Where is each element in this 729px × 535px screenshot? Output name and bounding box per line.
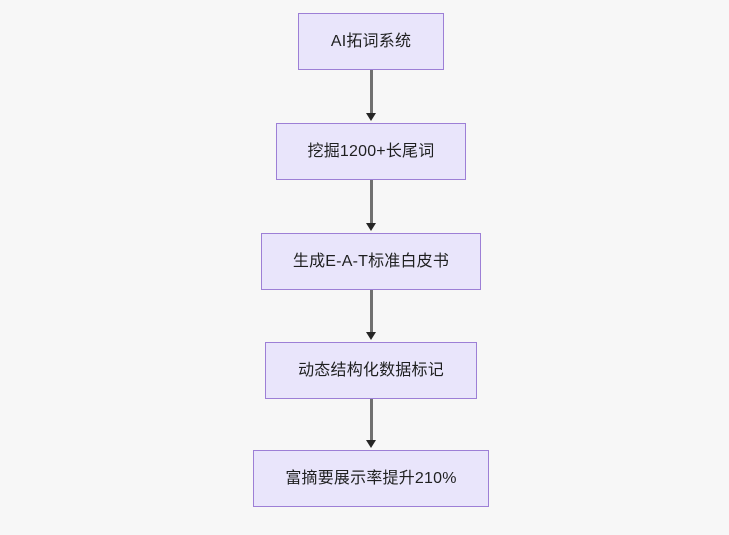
flow-node-rich-snippet-impression-lift[interactable]: 富摘要展示率提升210% — [253, 450, 489, 507]
connector-node1-node2 — [370, 70, 373, 115]
flow-node-mine-longtail-keywords[interactable]: 挖掘1200+长尾词 — [276, 123, 466, 180]
flow-node-label: 动态结构化数据标记 — [298, 361, 444, 379]
arrowhead-node2-node3 — [366, 223, 376, 231]
arrowhead-node4-node5 — [366, 440, 376, 448]
connector-node2-node3 — [370, 180, 373, 225]
flow-node-label: AI拓词系统 — [330, 32, 412, 50]
flow-node-dynamic-structured-data-markup[interactable]: 动态结构化数据标记 — [265, 342, 477, 399]
flow-node-label: 挖掘1200+长尾词 — [307, 142, 435, 160]
arrowhead-node1-node2 — [366, 113, 376, 121]
connector-node4-node5 — [370, 399, 373, 442]
flow-node-label: 富摘要展示率提升210% — [285, 469, 457, 487]
flow-node-ai-keyword-system[interactable]: AI拓词系统 — [298, 13, 444, 70]
flow-node-generate-eat-whitepaper[interactable]: 生成E-A-T标准白皮书 — [261, 233, 481, 290]
flow-node-label: 生成E-A-T标准白皮书 — [292, 252, 450, 270]
connector-node3-node4 — [370, 290, 373, 334]
arrowhead-node3-node4 — [366, 332, 376, 340]
